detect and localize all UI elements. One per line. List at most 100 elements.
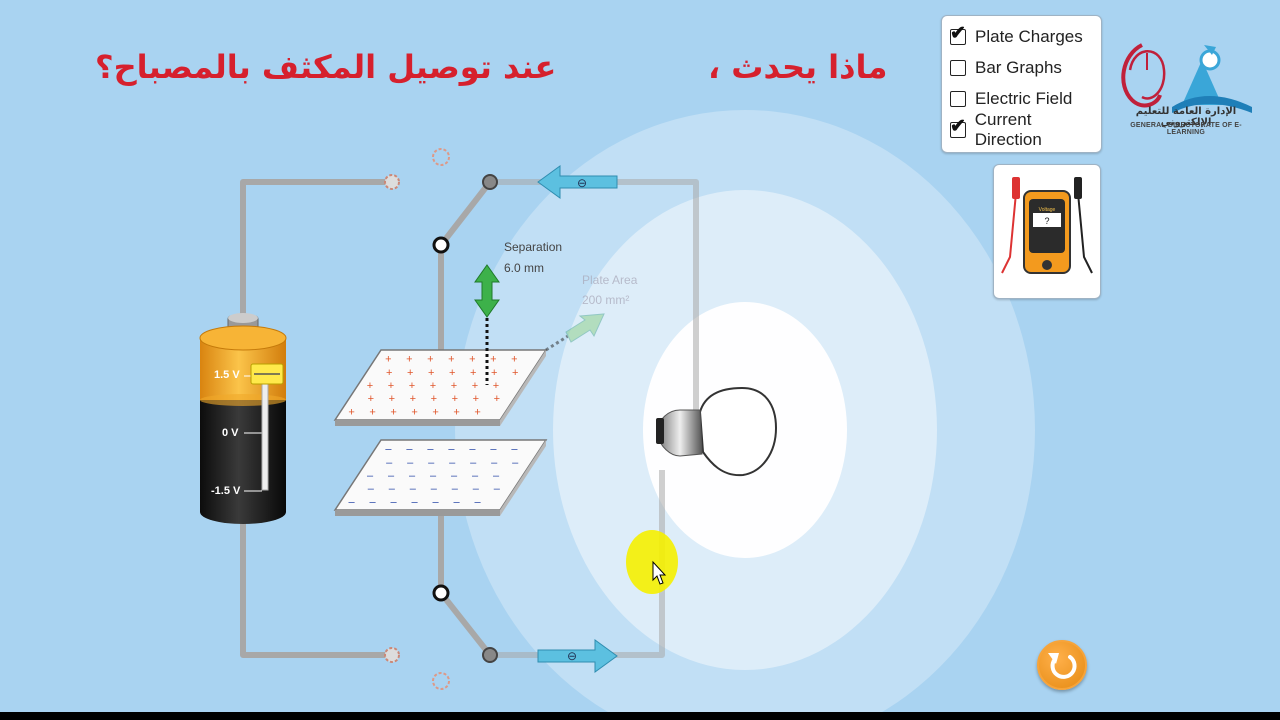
negative-charge-marker: – [470, 457, 477, 469]
voltmeter-reading: ? [1044, 216, 1049, 226]
logo-arabic-text: الإدارة العامة للتعليم الإلكتروني [1135, 106, 1237, 128]
checkbox-electric-field[interactable]: Electric Field [950, 86, 1072, 112]
negative-charge-marker: – [428, 457, 435, 469]
positive-charge-marker: + [473, 393, 479, 405]
current-arrow-top: ⊖ [537, 165, 618, 199]
positive-charge-marker: + [470, 367, 476, 379]
positive-charge-marker: + [512, 367, 518, 379]
bottom-plate: ––––––––––––––––––––––––––––––––––– [333, 439, 548, 516]
separation-label: Separation [504, 240, 563, 254]
svg-text:⊖: ⊖ [577, 176, 587, 190]
positive-charge-marker: + [348, 406, 354, 418]
positive-charge-marker: + [411, 406, 417, 418]
checkmark-icon: ✔ [950, 23, 966, 44]
negative-charge-marker: – [449, 457, 456, 469]
checkbox-icon[interactable]: ✔ [950, 117, 966, 138]
page-title-question: عند توصيل المكثف بالمصباح؟ [95, 48, 557, 86]
checkbox-bar-graphs[interactable]: Bar Graphs [950, 55, 1062, 81]
voltmeter-label: Voltage [1039, 207, 1056, 213]
checkmark-icon: ✔ [950, 116, 966, 137]
negative-charge-marker: – [451, 470, 458, 482]
plate-area-value: 200 mm² [582, 293, 630, 307]
checkbox-plate-charges[interactable]: ✔ Plate Charges [950, 24, 1083, 50]
checkbox-label: Current Direction [974, 110, 1042, 149]
negative-charge-marker: – [469, 444, 476, 456]
checkbox-icon[interactable] [950, 60, 966, 76]
negative-charge-marker: – [452, 483, 459, 495]
negative-charge-marker: – [473, 483, 480, 495]
battery-label-negative: -1.5 V [211, 485, 241, 497]
negative-charge-marker: – [412, 496, 419, 508]
positive-charge-marker: + [452, 393, 458, 405]
separation-drag-arrow[interactable] [474, 264, 500, 385]
checkbox-current-direction[interactable]: ✔ Current Direction [950, 110, 1101, 149]
positive-charge-marker: + [406, 354, 412, 366]
positive-charge-marker: + [469, 354, 475, 366]
current-arrow-bottom: ⊖ [537, 639, 618, 673]
positive-charge-marker: + [369, 406, 375, 418]
negative-charge-marker: – [370, 496, 377, 508]
battery-label-zero: 0 V [222, 427, 239, 439]
negative-charge-marker: – [385, 444, 392, 456]
positive-charge-marker: + [385, 354, 391, 366]
battery-label-positive: 1.5 V [214, 369, 240, 381]
plate-area-label: Plate Area [582, 273, 638, 287]
positive-charge-marker: + [490, 354, 496, 366]
negative-charge-marker: – [511, 444, 518, 456]
mouse-cursor-icon [626, 530, 678, 594]
positive-charge-marker: + [449, 367, 455, 379]
logo-english-text: GENERAL DIRECTORATE OF E-LEARNING [1130, 122, 1242, 136]
switch-contacts[interactable] [384, 148, 498, 690]
negative-charge-marker: – [368, 483, 375, 495]
negative-charge-marker: – [409, 470, 416, 482]
negative-charge-marker: – [472, 470, 479, 482]
negative-charge-marker: – [475, 496, 482, 508]
negative-charge-marker: – [349, 496, 356, 508]
positive-charge-marker: + [448, 354, 454, 366]
positive-charge-marker: + [409, 380, 415, 392]
negative-charge-marker: – [391, 496, 398, 508]
negative-charge-marker: – [407, 457, 414, 469]
positive-charge-marker: + [367, 380, 373, 392]
checkbox-icon[interactable] [950, 91, 966, 107]
top-plate[interactable]: +++++++++++++++++++++++++++++++++++ [333, 349, 548, 426]
negative-charge-marker: – [430, 470, 437, 482]
negative-charge-marker: – [406, 444, 413, 456]
negative-charge-marker: – [367, 470, 374, 482]
bottom-edge [0, 712, 1280, 720]
positive-charge-marker: + [493, 380, 499, 392]
plate-area-drag-arrow[interactable] [545, 313, 605, 352]
positive-charge-marker: + [390, 406, 396, 418]
voltmeter-toolbox[interactable]: Voltage ? [993, 164, 1101, 299]
positive-charge-marker: + [451, 380, 457, 392]
negative-charge-marker: – [388, 470, 395, 482]
positive-charge-marker: + [410, 393, 416, 405]
negative-charge-marker: – [512, 457, 519, 469]
negative-charge-marker: – [493, 470, 500, 482]
positive-charge-marker: + [389, 393, 395, 405]
page-title-lead: ماذا يحدث ، [708, 48, 888, 86]
checkbox-label: Plate Charges [975, 27, 1083, 46]
negative-charge-marker: – [490, 444, 497, 456]
e-learning-logo [1121, 43, 1252, 113]
negative-charge-marker: – [433, 496, 440, 508]
battery [199, 313, 287, 524]
positive-charge-marker: + [427, 354, 433, 366]
circuit-wires [240, 179, 699, 658]
negative-charge-marker: – [427, 444, 434, 456]
negative-charge-marker: – [389, 483, 396, 495]
svg-text:⊖: ⊖ [567, 649, 577, 663]
checkbox-icon[interactable]: ✔ [950, 24, 966, 45]
checkbox-label: Electric Field [975, 89, 1073, 108]
voltmeter-icon[interactable]: Voltage ? [994, 165, 1100, 298]
negative-charge-marker: – [491, 457, 498, 469]
positive-charge-marker: + [472, 380, 478, 392]
positive-charge-marker: + [432, 406, 438, 418]
positive-charge-marker: + [494, 393, 500, 405]
reset-button[interactable] [1037, 640, 1087, 690]
positive-charge-marker: + [430, 380, 436, 392]
positive-charge-marker: + [407, 367, 413, 379]
negative-charge-marker: – [410, 483, 417, 495]
